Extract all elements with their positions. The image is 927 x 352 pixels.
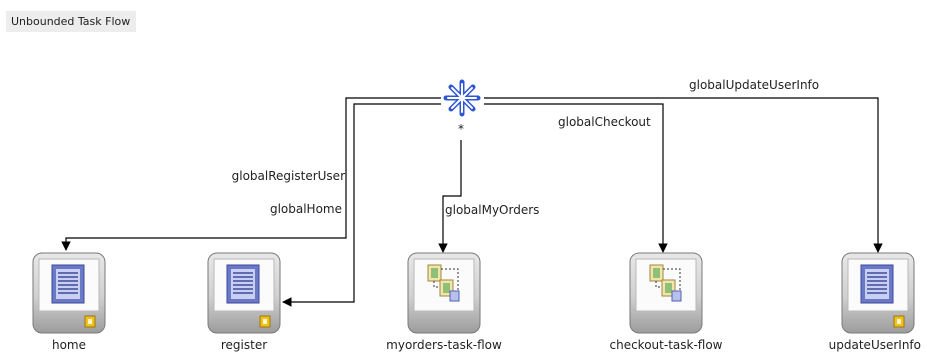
activity-badge-icon <box>259 315 271 328</box>
flow-label-globalCheckout: globalCheckout <box>558 115 651 129</box>
node-label-checkout-task-flow: checkout-task-flow <box>610 338 723 352</box>
node-label-home: home <box>52 338 86 352</box>
flow-label-globalMyOrders: globalMyOrders <box>445 203 539 217</box>
view-page-icon <box>51 264 85 304</box>
diagram-title: Unbounded Task Flow <box>6 11 137 32</box>
flow-label-globalHome: globalHome <box>270 202 342 216</box>
task-flow-call-icon <box>427 264 460 302</box>
activity-badge-icon <box>893 315 905 328</box>
node-checkout-task-flow[interactable]: checkout-task-flow <box>610 252 723 352</box>
node-home[interactable]: home <box>32 252 106 352</box>
activity-badge-icon <box>84 315 96 328</box>
node-myorders-task-flow[interactable]: myorders-task-flow <box>386 252 502 352</box>
node-label-updateUserInfo: updateUserInfo <box>829 338 921 352</box>
view-page-icon <box>226 264 260 304</box>
node-label-register: register <box>221 338 267 352</box>
flow-line-globalUpdateUserInfo[interactable] <box>484 97 883 253</box>
flow-line-globalMyOrders[interactable] <box>438 140 462 253</box>
flow-line-globalRegisterUser[interactable] <box>282 103 441 307</box>
flow-label-globalRegisterUser: globalRegisterUser <box>232 169 345 183</box>
node-updateUserInfo[interactable]: updateUserInfo <box>829 252 921 352</box>
wildcard-control-flow-rule[interactable]: * <box>443 79 481 136</box>
flow-label-globalUpdateUserInfo: globalUpdateUserInfo <box>689 78 819 92</box>
node-register[interactable]: register <box>207 252 281 352</box>
view-page-icon <box>860 264 894 304</box>
wildcard-control-flow-icon <box>443 79 481 117</box>
node-label-myorders-task-flow: myorders-task-flow <box>386 338 502 352</box>
task-flow-call-icon <box>649 264 682 302</box>
flow-line-globalHome[interactable] <box>61 97 441 251</box>
wildcard-label: * <box>458 122 464 136</box>
flow-line-globalCheckout[interactable] <box>484 103 668 253</box>
